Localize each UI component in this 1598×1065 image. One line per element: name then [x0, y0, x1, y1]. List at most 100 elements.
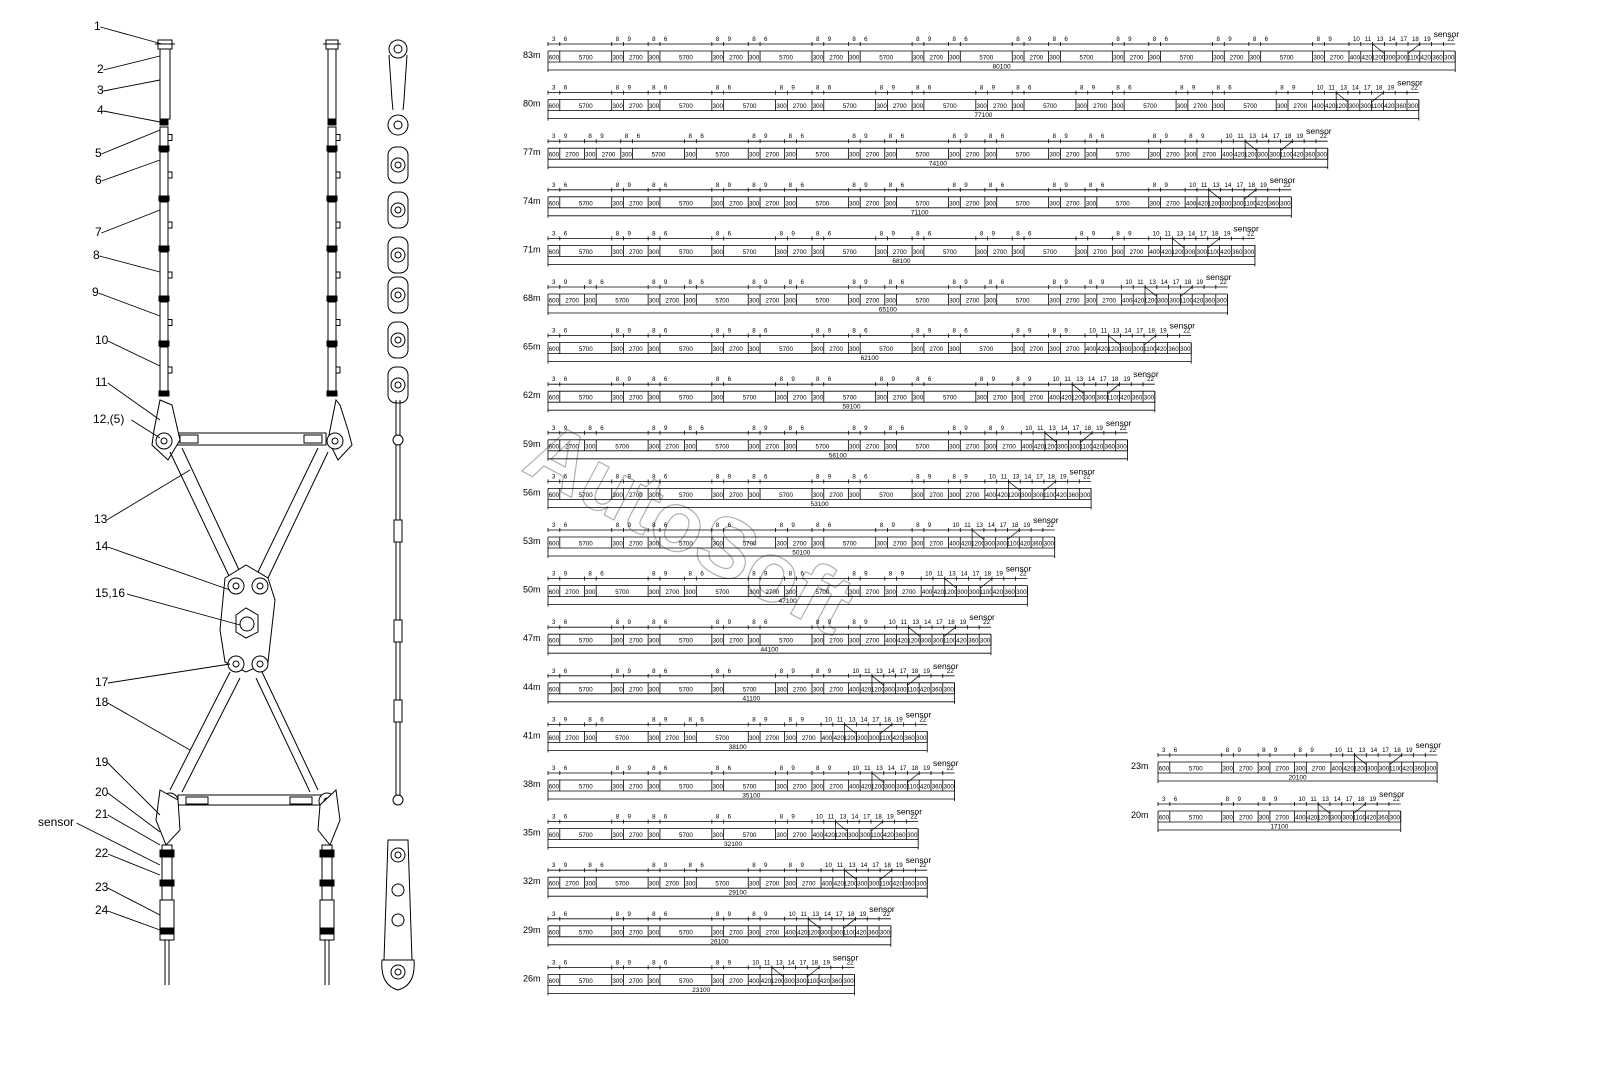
- segment-length: 1200: [1008, 492, 1022, 499]
- segment-length: 360: [1268, 200, 1279, 207]
- config-length-label: 59m: [523, 439, 541, 449]
- part-number: 8: [980, 376, 984, 383]
- part-number: 9: [828, 668, 832, 675]
- segment-length: 300: [1013, 103, 1024, 110]
- part-number: 8: [652, 911, 656, 918]
- part-number: 9: [1064, 328, 1068, 335]
- segment-length: 1100: [806, 978, 820, 985]
- segment-length: 600: [549, 249, 560, 256]
- part-number: 17: [1382, 747, 1389, 754]
- segment-length: 300: [813, 638, 824, 645]
- segment-length: 2700: [1312, 766, 1326, 773]
- part-number: 6: [1165, 36, 1169, 43]
- config-length-label: 77m: [523, 147, 541, 157]
- total-length: 23100: [692, 987, 710, 994]
- part-number: 8: [752, 182, 756, 189]
- segment-length: 2700: [793, 832, 807, 839]
- segment-length: 5700: [579, 249, 593, 256]
- segment-length: 300: [649, 443, 660, 450]
- part-callout: 18: [95, 695, 109, 709]
- segment-length: 1200: [871, 784, 885, 791]
- segment-length: 1200: [907, 638, 921, 645]
- segment-length: 300: [1444, 55, 1455, 62]
- total-length: 77100: [974, 112, 992, 119]
- part-number: 8: [588, 862, 592, 869]
- segment-length: 1100: [1207, 249, 1221, 256]
- segment-length: 300: [713, 200, 724, 207]
- segment-length: 300: [980, 638, 991, 645]
- segment-length: 1200: [1208, 200, 1222, 207]
- part-number: 6: [728, 765, 732, 772]
- part-number: 9: [791, 230, 795, 237]
- segment-length: 5700: [1189, 766, 1203, 773]
- segment-length: 300: [1259, 766, 1270, 773]
- part-number: 9: [628, 765, 632, 772]
- segment-length: 1100: [843, 929, 857, 936]
- part-number: 6: [828, 522, 832, 529]
- segment-length: 300: [1258, 152, 1269, 159]
- segment-length: 600: [549, 395, 560, 402]
- part-number: 6: [901, 279, 905, 286]
- part-number: 9: [828, 473, 832, 480]
- leader-line: [107, 762, 161, 816]
- part-number: 9: [1092, 85, 1096, 92]
- part-number: 22: [1147, 376, 1154, 383]
- segment-length: 300: [585, 735, 596, 742]
- part-number: 3: [552, 716, 556, 723]
- segment-length: 600: [549, 929, 560, 936]
- part-number: 8: [689, 279, 693, 286]
- segment-length: 300: [1057, 443, 1068, 450]
- part-callout: 22: [95, 846, 109, 860]
- part-number: 9: [1064, 133, 1068, 140]
- segment-length: 2700: [866, 443, 880, 450]
- part-number: 8: [1299, 747, 1303, 754]
- segment-length: 300: [1390, 815, 1401, 822]
- segment-length: 420: [825, 832, 836, 839]
- segment-length: 2700: [1239, 815, 1253, 822]
- segment-length: 300: [869, 735, 880, 742]
- segment-length: 420: [856, 929, 867, 936]
- segment-length: 5700: [1180, 55, 1194, 62]
- part-number: 9: [1165, 182, 1169, 189]
- part-number: 6: [664, 182, 668, 189]
- part-number: 9: [628, 911, 632, 918]
- segment-length: 300: [785, 200, 796, 207]
- segment-length: 600: [549, 492, 560, 499]
- segment-length: 360: [868, 929, 879, 936]
- segment-length: 300: [612, 929, 623, 936]
- segment-length: 400: [1222, 152, 1233, 159]
- part-number: 8: [716, 814, 720, 821]
- part-number: 6: [600, 425, 604, 432]
- segment-length: 420: [820, 978, 831, 985]
- segment-length: 600: [549, 832, 560, 839]
- part-number: 8: [816, 668, 820, 675]
- segment-length: 420: [920, 686, 931, 693]
- part-number: 8: [1253, 36, 1257, 43]
- segment-length: 300: [813, 541, 824, 548]
- part-number: 9: [664, 862, 668, 869]
- leader-line: [107, 702, 191, 751]
- config-length-label: 50m: [523, 585, 541, 595]
- part-number: 14: [1161, 279, 1168, 286]
- part-number: 9: [864, 619, 868, 626]
- segment-length: 300: [821, 929, 832, 936]
- part-number: 8: [852, 279, 856, 286]
- part-number: 3: [552, 571, 556, 578]
- part-number: 9: [928, 36, 932, 43]
- segment-length: 300: [785, 152, 796, 159]
- part-callout: 6: [95, 173, 102, 187]
- segment-length: 300: [776, 784, 787, 791]
- part-number: 6: [564, 473, 568, 480]
- segment-length: 5700: [715, 298, 729, 305]
- part-number: 13: [1049, 425, 1056, 432]
- segment-length: 300: [776, 249, 787, 256]
- segment-length: 300: [849, 298, 860, 305]
- segment-length: 2700: [1193, 103, 1207, 110]
- segment-length: 300: [1342, 815, 1353, 822]
- segment-length: 300: [649, 638, 660, 645]
- segment-length: 300: [1379, 766, 1390, 773]
- part-number: 6: [828, 85, 832, 92]
- part-number: 8: [789, 133, 793, 140]
- sensor-label: sensor: [1416, 740, 1442, 750]
- part-number: 14: [888, 765, 895, 772]
